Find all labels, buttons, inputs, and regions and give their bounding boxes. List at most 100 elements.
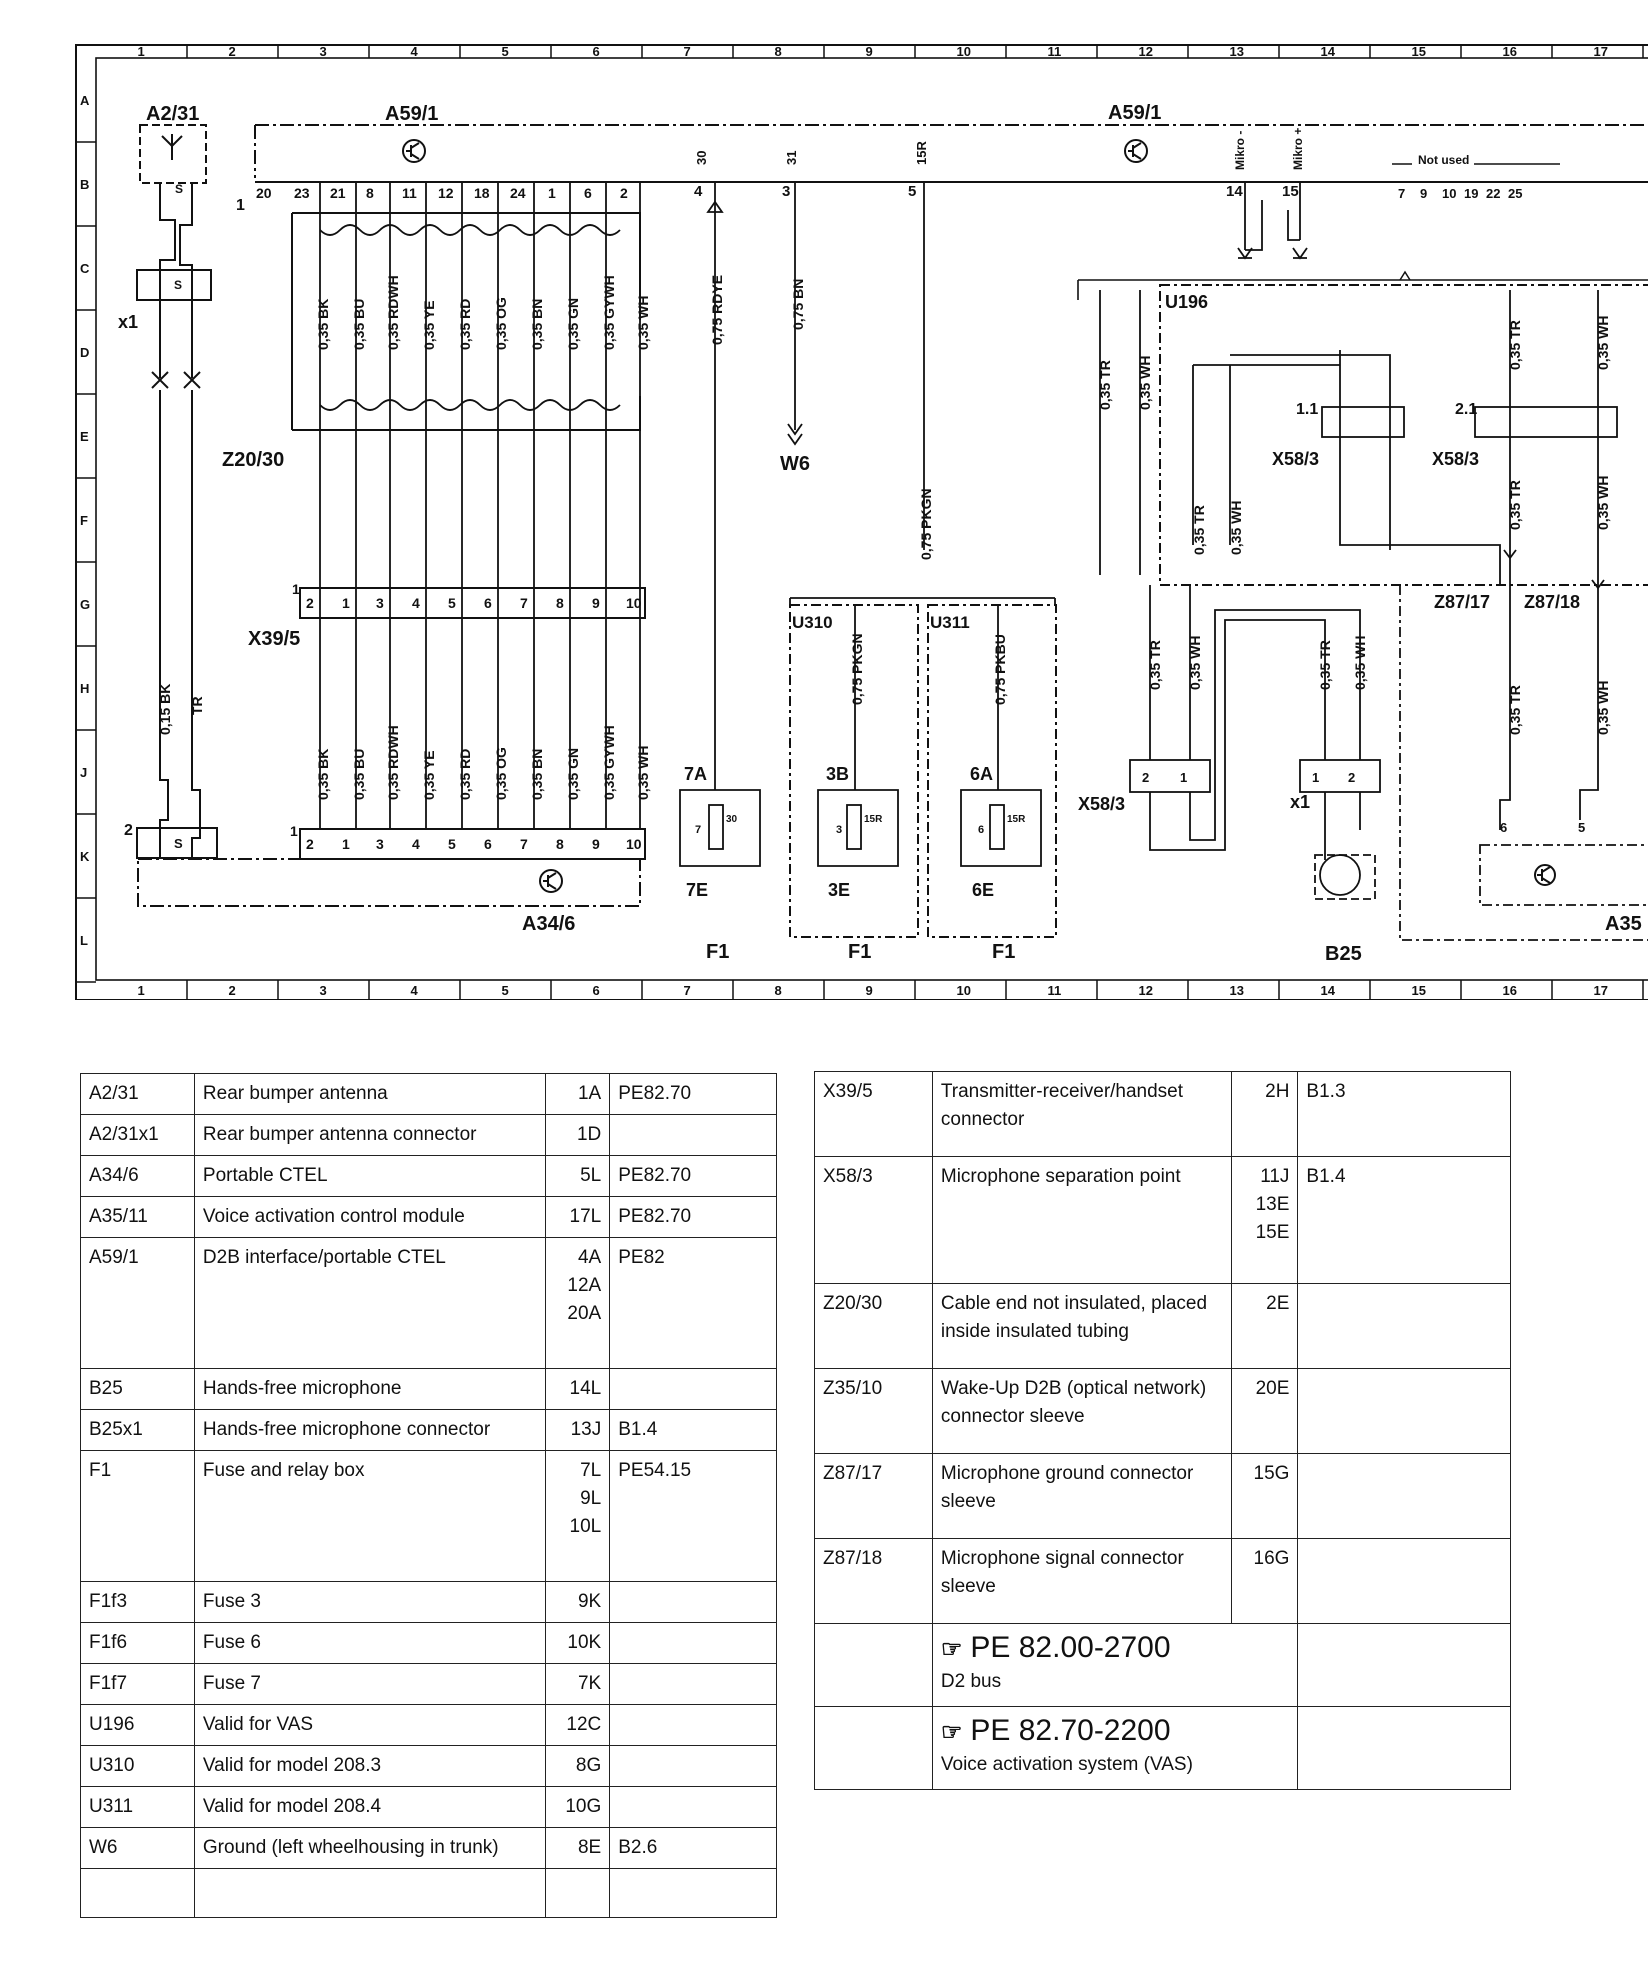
label-x58-3-a: X58/3 <box>1272 449 1319 469</box>
row-letter: D <box>80 345 89 360</box>
legend-desc: Fuse 7 <box>193 1663 547 1705</box>
svg-text:5: 5 <box>1578 820 1585 835</box>
a59-pin-label: 21 <box>330 185 346 201</box>
svg-text:1: 1 <box>292 581 300 597</box>
x39-pin-label: 10 <box>626 595 642 611</box>
label-z20-30: Z20/30 <box>222 449 284 471</box>
column-number: 1 <box>138 983 145 998</box>
legend-desc: Rear bumper antenna connector <box>193 1114 547 1156</box>
legend-desc: Fuse and relay box <box>193 1450 547 1582</box>
row-letter: C <box>80 261 90 276</box>
column-number: 7 <box>684 983 691 998</box>
row-letter: F <box>80 513 88 528</box>
legend-desc: Microphone separation point <box>931 1156 1233 1284</box>
legend-desc: Ground (left wheelhousing in trunk) <box>193 1827 547 1869</box>
x39-pin-label: 3 <box>376 595 384 611</box>
legend-desc: Fuse 6 <box>193 1622 547 1664</box>
legend-grid: 4A 12A 20A <box>545 1237 611 1369</box>
svg-text:14: 14 <box>1226 183 1243 200</box>
a34-pin-label: 10 <box>626 836 642 852</box>
a59-pin-label: 11 <box>402 185 417 201</box>
wire-label: 0,35 BU <box>351 749 367 800</box>
svg-text:2: 2 <box>1142 770 1149 785</box>
svg-text:7A: 7A <box>684 764 707 784</box>
svg-text:0,35 TR: 0,35 TR <box>1097 360 1113 410</box>
svg-text:2: 2 <box>1348 770 1355 785</box>
a34-pin-label: 7 <box>520 836 528 852</box>
svg-text:3: 3 <box>782 183 790 200</box>
svg-text:6: 6 <box>1500 820 1507 835</box>
label-z87-18: Z87/18 <box>1524 592 1580 612</box>
legend-desc: Valid for model 208.4 <box>193 1786 547 1828</box>
legend-grid: 9K <box>545 1581 611 1623</box>
svg-text:0,35 WH: 0,35 WH <box>1187 636 1203 690</box>
legend-ref <box>609 1704 777 1746</box>
legend-desc: Fuse 3 <box>193 1581 547 1623</box>
a59-pin-label: 1 <box>548 185 556 201</box>
svg-text:1: 1 <box>236 197 245 214</box>
column-number: 14 <box>1321 983 1336 998</box>
legend-code: Z87/17 <box>814 1453 933 1539</box>
legend-code: W6 <box>80 1827 195 1869</box>
svg-text:0,75 PKGN: 0,75 PKGN <box>918 488 934 560</box>
column-number: 8 <box>775 44 782 59</box>
legend-pe-description: Voice activation system (VAS) <box>940 1754 1193 1775</box>
legend-code <box>80 1868 195 1918</box>
legend-ref <box>609 1745 777 1787</box>
pointing-hand-icon: ☞ <box>940 1636 963 1663</box>
a59-pin-label: 23 <box>294 185 310 201</box>
a59-pin-label: 18 <box>474 185 490 201</box>
column-number: 2 <box>229 44 236 59</box>
wire-label: 0,35 GYWH <box>601 725 617 800</box>
legend-pe-reference[interactable]: PE 82.70-2200 <box>970 1714 1171 1747</box>
svg-text:5: 5 <box>908 183 916 200</box>
legend-code: A34/6 <box>80 1155 195 1197</box>
svg-text:6: 6 <box>978 824 984 836</box>
legend-ref <box>1297 1538 1511 1624</box>
svg-text:1: 1 <box>1312 770 1319 785</box>
row-letter: J <box>80 765 87 780</box>
legend-code: B25 <box>80 1368 195 1410</box>
label-x39-5: X39/5 <box>248 628 300 650</box>
wire-label: 0,35 BN <box>529 299 545 350</box>
legend-pe-reference[interactable]: PE 82.00-2700 <box>970 1631 1171 1664</box>
column-number: 5 <box>502 983 509 998</box>
legend-ref: B1.4 <box>609 1409 777 1451</box>
a34-pin-label: 9 <box>592 836 600 852</box>
wire-label: 0,35 RDWH <box>385 725 401 800</box>
label-a34-6: A34/6 <box>522 913 575 935</box>
a59-pin-label: 7 <box>1398 186 1405 201</box>
legend-code: U196 <box>80 1704 195 1746</box>
column-number: 11 <box>1048 983 1062 998</box>
a59-pin-label: 24 <box>510 185 526 201</box>
row-letter: E <box>80 429 89 444</box>
legend-desc: Valid for VAS <box>193 1704 547 1746</box>
column-number: 14 <box>1321 44 1336 59</box>
label-a35: A35 <box>1605 913 1642 935</box>
label-x58-3-c: X58/3 <box>1078 794 1125 814</box>
a34-pin-label: 5 <box>448 836 456 852</box>
legend-grid: 11J 13E 15E <box>1231 1156 1299 1284</box>
legend-grid: 13J <box>545 1409 611 1451</box>
legend-grid: 2E <box>1231 1283 1299 1369</box>
svg-text:S: S <box>174 836 183 851</box>
label-u310: U310 <box>792 613 833 632</box>
pointing-hand-icon: ☞ <box>940 1719 963 1746</box>
column-number: 8 <box>775 983 782 998</box>
label-f1-a: F1 <box>706 941 729 963</box>
legend-ref <box>609 1868 777 1918</box>
svg-text:0,35 TR: 0,35 TR <box>1507 685 1523 735</box>
legend-desc: Microphone signal connector sleeve <box>931 1538 1233 1624</box>
x39-pin-label: 8 <box>556 595 564 611</box>
svg-text:31: 31 <box>784 151 799 165</box>
legend-code: Z87/18 <box>814 1538 933 1624</box>
